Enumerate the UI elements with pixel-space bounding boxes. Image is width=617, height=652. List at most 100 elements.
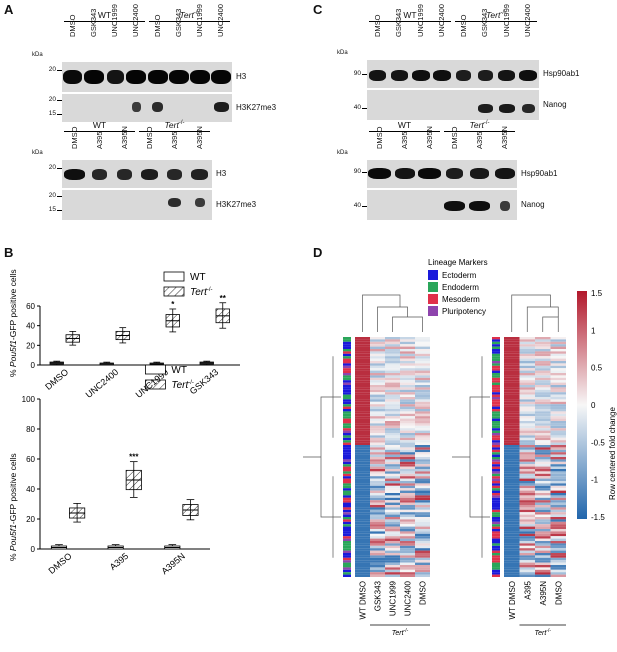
heat-cell: [370, 459, 385, 462]
lineage-cell: [492, 502, 500, 505]
heat-cell: [550, 545, 566, 549]
heat-cell: [355, 445, 370, 448]
heat-cell: [355, 387, 370, 390]
heat-cell: [355, 421, 370, 424]
heat-cell: [415, 493, 430, 496]
heat-cell: [504, 440, 520, 443]
lineage-label: Ectoderm: [442, 271, 477, 280]
heat-cell: [504, 483, 520, 486]
heat-cell: [504, 569, 520, 573]
heat-cell: [519, 466, 535, 469]
heat-cell: [385, 452, 400, 455]
heat-cell: [415, 519, 430, 522]
heat-cell: [535, 389, 551, 393]
heat-cell: [355, 413, 370, 417]
lineage-cell: [343, 464, 351, 467]
y-axis-title: % Pou5f1-GFP positive cells: [8, 269, 18, 377]
heat-cell: [400, 526, 415, 529]
lineage-cell: [343, 476, 351, 479]
heat-cell: [415, 531, 430, 534]
lane-label: DMSO: [449, 126, 459, 150]
heat-cell: [535, 449, 551, 453]
heat-cell: [415, 425, 430, 429]
heat-cell: [400, 423, 415, 426]
kda-tick: 90: [353, 168, 361, 175]
heat-cell: [550, 473, 566, 477]
heat-cell: [355, 505, 370, 508]
heat-cell: [355, 524, 370, 527]
lane-label: UNC2400: [216, 4, 226, 37]
legend-label-wt: WT: [171, 365, 187, 376]
heat-cell: [519, 411, 535, 414]
heat-cell: [519, 358, 535, 361]
column-label: A395: [523, 580, 532, 599]
heat-cell: [400, 502, 415, 505]
lane-label: A395: [474, 131, 484, 149]
heat-cell: [415, 461, 430, 465]
lineage-label: Mesoderm: [442, 295, 480, 304]
heat-cell: [504, 500, 520, 503]
heat-cell: [370, 437, 385, 441]
heat-cell: [385, 418, 400, 421]
heat-cell: [355, 416, 370, 419]
heat-cell: [504, 435, 520, 438]
heat-cell: [550, 555, 566, 558]
heat-cell: [535, 469, 551, 472]
kda-tick-mark: [57, 70, 62, 71]
lineage-cell: [492, 380, 500, 383]
lineage-cell: [343, 449, 351, 453]
heat-cell: [504, 464, 520, 467]
heat-cell: [535, 509, 551, 513]
heat-cell: [535, 397, 551, 400]
group-line-wt: [369, 21, 451, 22]
heat-cell: [370, 502, 385, 505]
lineage-cell: [343, 358, 351, 361]
lineage-cell: [492, 466, 500, 469]
heat-cell: [535, 392, 551, 395]
colorbar-tick: 1: [591, 326, 596, 335]
heat-cell: [400, 447, 415, 450]
band: [477, 104, 493, 113]
heat-cell: [550, 505, 566, 508]
heat-cell: [535, 569, 551, 573]
heat-cell: [370, 353, 385, 357]
lineage-cell: [343, 401, 351, 405]
heat-cell: [535, 341, 551, 345]
blot-strip-h3k27me3: [62, 190, 212, 220]
heat-cell: [385, 533, 400, 537]
heat-cell: [535, 411, 551, 414]
y-tick-label: 40: [26, 322, 35, 331]
heat-cell: [504, 495, 520, 498]
lineage-cell: [492, 370, 500, 373]
heat-cell: [355, 476, 370, 479]
heat-cell: [385, 401, 400, 405]
heat-cell: [519, 418, 535, 421]
heat-cell: [535, 562, 551, 565]
panel-d-heatmaps: Lineage MarkersEctodermEndodermMesodermP…: [303, 258, 617, 637]
heat-cell: [355, 365, 370, 369]
lineage-cell: [492, 545, 500, 549]
heat-cell: [385, 572, 400, 575]
heat-cell: [519, 346, 535, 349]
heat-cell: [504, 353, 520, 357]
heat-cell: [519, 409, 535, 412]
lineage-cell: [492, 471, 500, 474]
heat-cell: [535, 497, 551, 501]
group-line-wt: [369, 131, 440, 132]
heat-cell: [385, 509, 400, 513]
heat-cell: [370, 461, 385, 465]
heat-cell: [504, 557, 520, 561]
heat-cell: [385, 497, 400, 501]
heat-cell: [355, 397, 370, 400]
heat-cell: [370, 538, 385, 541]
heat-cell: [504, 418, 520, 421]
heat-cell: [550, 533, 566, 537]
heat-cell: [550, 337, 566, 340]
y-tick-label: 0: [31, 545, 36, 554]
heat-cell: [355, 425, 370, 429]
heat-cell: [415, 389, 430, 393]
heat-cell: [415, 457, 430, 460]
panel-label-a: A: [4, 2, 14, 17]
lineage-cell: [492, 341, 500, 345]
heat-cell: [400, 452, 415, 455]
